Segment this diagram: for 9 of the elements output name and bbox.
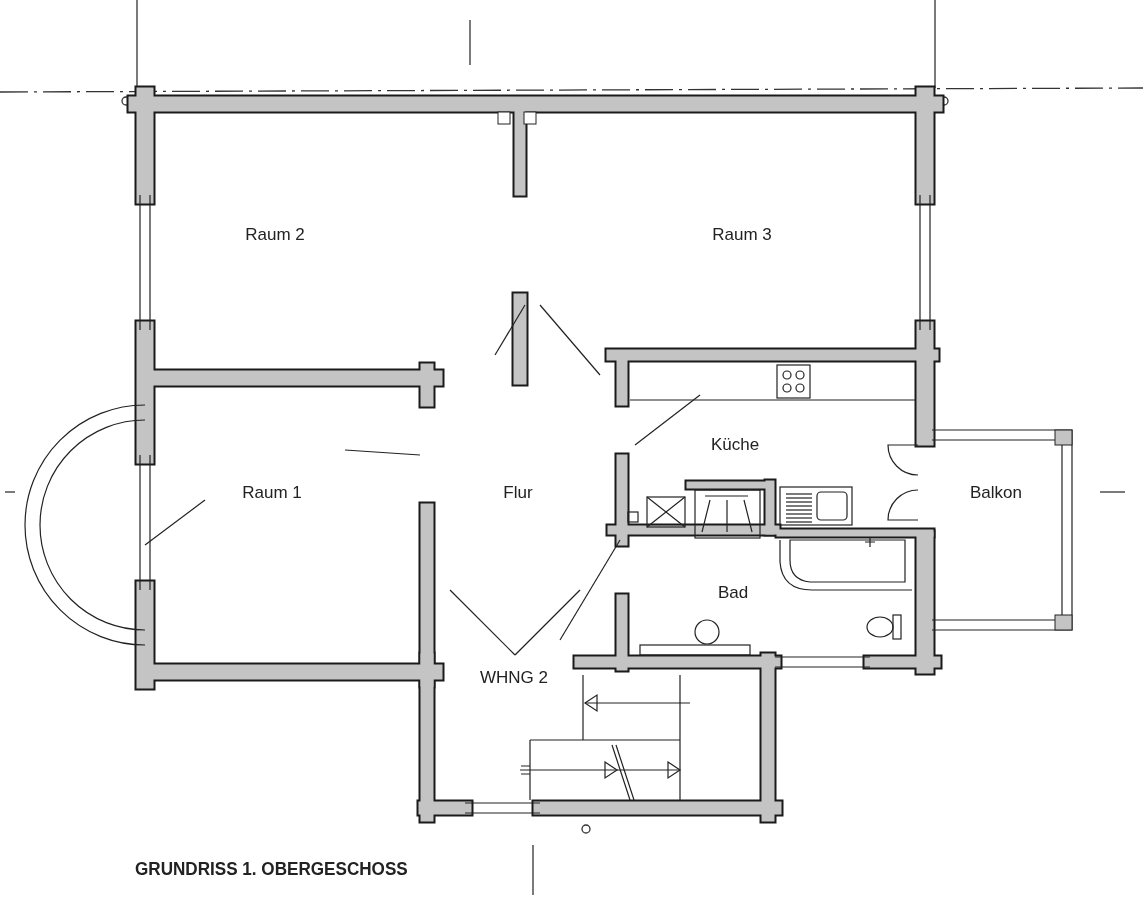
room-label: Bad (717, 583, 749, 603)
room-label: Balkon (970, 483, 1022, 503)
room-label: Raum 2 (245, 225, 305, 245)
room-label: WHNG 2 (480, 668, 548, 688)
room-label: Raum 1 (242, 483, 302, 503)
room-label: Raum 3 (712, 225, 772, 245)
plan-title: GRUNDRISS 1. OBERGESCHOSS (135, 858, 408, 880)
room-label: Flur (503, 483, 533, 503)
room-label: Küche (710, 435, 760, 455)
